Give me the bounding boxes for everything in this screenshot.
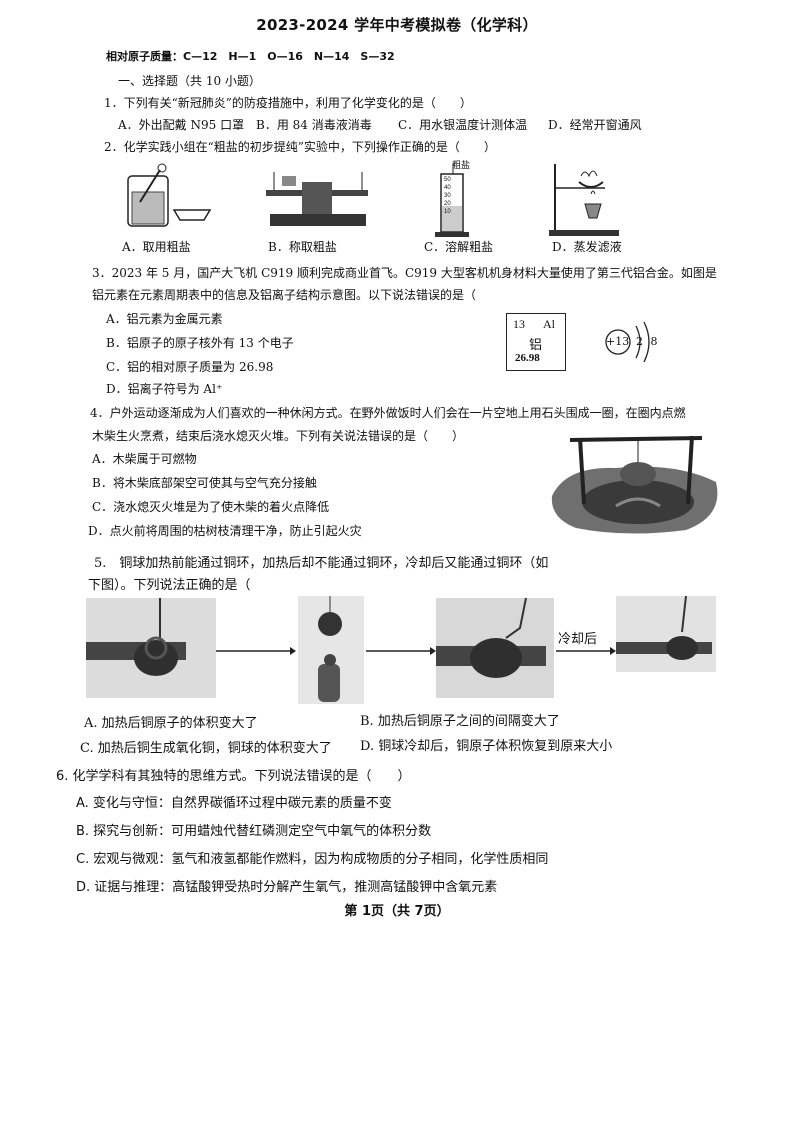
q5-stem-line2: 下图）。下列说法正确的是（ <box>88 578 251 593</box>
q3-stem-line1: 3．2023 年 5 月，国产大飞机 C919 顺利完成商业首飞。C919 大型… <box>92 266 717 280</box>
arrow-1 <box>216 647 296 655</box>
q1-option-c: C．用水银温度计测体温 <box>398 118 528 132</box>
copper-ball-photo-1 <box>86 598 216 698</box>
copper-ball-photo-4 <box>616 595 716 672</box>
q3-option-c: C．铝的相对原子质量为 26.98 <box>106 360 274 374</box>
copper-ball-photo-3 <box>436 597 554 698</box>
q5-option-b: B. 加热后铜原子之间的间隔变大了 <box>360 714 560 729</box>
q5-figure-label: 冷却后 <box>558 632 598 647</box>
q2-option-c: C．溶解粗盐 <box>424 240 494 254</box>
atomic-masses: 相对原子质量：C—12 H—1 O—16 N—14 S—32 <box>106 50 395 63</box>
q3-option-b: B．铝原子的原子核外有 13 个电子 <box>106 336 294 350</box>
q5-option-a: A. 加热后铜原子的体积变大了 <box>84 716 258 731</box>
q1-option-b: B．用 84 消毒液消毒 <box>256 118 372 132</box>
q3-option-a: A．铝元素为金属元素 <box>106 312 223 326</box>
q4-option-a: A．木柴属于可燃物 <box>92 452 197 466</box>
q2-option-a: A．取用粗盐 <box>122 240 191 254</box>
q6-option-c: C. 宏观与微观：氢气和液氢都能作燃料，因为构成物质的分子相同，化学性质相同 <box>76 852 549 867</box>
q6-option-d: D. 证据与推理：高锰酸钾受热时分解产生氧气，推测高锰酸钾中含氧元素 <box>76 880 498 895</box>
q4-option-d: D．点火前将周围的枯树枝清理干净，防止引起火灾 <box>88 524 362 538</box>
copper-ball-photo-2 <box>298 596 364 704</box>
q1-stem: 1．下列有关“新冠肺炎”的防疫措施中，利用了化学变化的是（ ） <box>104 96 472 110</box>
q1-option-d: D．经常开窗通风 <box>548 118 642 132</box>
element-symbol: Al <box>543 317 555 331</box>
atomic-number: 13 <box>513 317 525 331</box>
q2-cylinder-ticks: 50 40 30 20 10 <box>444 177 451 215</box>
ion-structure-diagram <box>605 321 650 363</box>
q4-option-b: B．将木柴底部架空可使其与空气充分接触 <box>92 476 317 490</box>
atomic-mass: 26.98 <box>515 352 540 364</box>
section-heading: 一、选择题（共 10 小题） <box>118 74 261 88</box>
q6-stem: 6. 化学学科有其独特的思维方式。下列说法错误的是（ ） <box>56 769 411 784</box>
q2-stem: 2．化学实践小组在“粗盐的初步提纯”实验中，下列操作正确的是（ ） <box>104 140 496 154</box>
q3-option-d: D．铝离子符号为 Al⁺ <box>106 382 223 396</box>
arrow-3 <box>556 647 616 655</box>
q6-option-a: A. 变化与守恒：自然界碳循环过程中碳元素的质量不变 <box>76 796 392 811</box>
q4-stem-line2: 木柴生火烹煮，结束后浇水熄灭火堆。下列有关说法错误的是（ ） <box>92 429 465 443</box>
element-cell-aluminium: 13 Al 铝 26.98 <box>506 313 566 371</box>
q5-stem-line1: 5. 铜球加热前能通过铜环，加热后却不能通过铜环，冷却后又能通过铜环（如 <box>94 556 549 571</box>
q2-figure-d-evaporation <box>549 164 619 236</box>
q4-option-c: C．浇水熄灭火堆是为了使木柴的着火点降低 <box>92 500 330 514</box>
q6-option-b: B. 探究与创新：可用蜡烛代替红磷测定空气中氧气的体积分数 <box>76 824 432 839</box>
ion-shells: 2 8 <box>636 335 660 348</box>
campfire-photo <box>551 435 718 534</box>
q1-option-a: A．外出配戴 N95 口罩 <box>118 118 245 132</box>
q5-option-c: C. 加热后铜生成氧化铜，铜球的体积变大了 <box>80 741 332 756</box>
q2-option-b: B．称取粗盐 <box>268 240 337 254</box>
q5-option-d: D. 铜球冷却后，铜原子体积恢复到原来大小 <box>360 739 613 754</box>
ion-nucleus: +13 <box>606 335 630 348</box>
element-name: 铝 <box>529 337 543 352</box>
arrow-2 <box>366 647 436 655</box>
q2-figure-c-cylinder <box>435 164 469 237</box>
q2-figure-b-balance <box>266 172 368 226</box>
page-title: 2023-2024 学年中考模拟卷（化学科） <box>256 16 538 34</box>
q3-stem-line2: 铝元素在元素周期表中的信息及铝离子结构示意图。以下说法错误的是（ <box>92 288 477 302</box>
q2-option-d: D．蒸发滤液 <box>552 240 622 254</box>
q4-stem-line1: 4．户外运动逐渐成为人们喜欢的一种休闲方式。在野外做饭时人们会在一片空地上用石头… <box>90 406 686 420</box>
q2-figure-a-jar <box>127 163 212 227</box>
q2-figure-label: 粗盐 <box>452 161 471 171</box>
page-footer: 第 1页（共 7页） <box>344 904 450 919</box>
